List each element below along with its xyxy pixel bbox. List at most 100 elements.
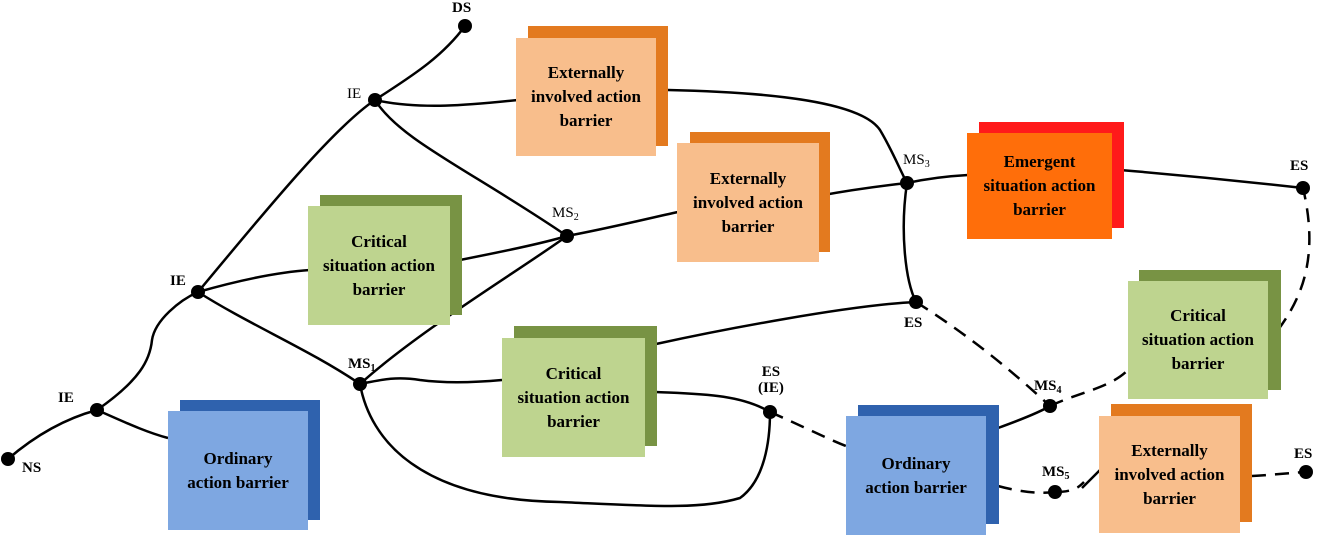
label-ms2: MS2 xyxy=(552,205,579,223)
label-ms1: MS1 xyxy=(348,356,376,374)
label-ms4: MS4 xyxy=(1034,378,1062,396)
emergent-line3: barrier xyxy=(1013,200,1066,219)
crit2-line3: barrier xyxy=(547,411,600,431)
label-ms5-sub: 5 xyxy=(1064,471,1070,482)
crit3-line2: situation action xyxy=(1142,330,1254,349)
edge-esie-ordinary2 xyxy=(769,410,847,448)
crit2-barrier-box: Critical situation action barrier xyxy=(502,338,645,457)
edge-ietop-ext1 xyxy=(374,98,519,107)
label-ms2-sub: 2 xyxy=(573,212,579,223)
edge-ms2-ext2 xyxy=(566,210,679,238)
crit1-barrier-box: Critical situation action barrier xyxy=(308,206,450,325)
label-ms3-text: MS xyxy=(903,152,925,168)
ext3-line1: Externally xyxy=(1131,440,1208,460)
label-es-right-top: ES xyxy=(1290,158,1309,174)
edge-ordinary2-ms4 xyxy=(997,404,1051,430)
node-es-right-bottom-dot xyxy=(1299,465,1313,479)
crit1-line2: situation action xyxy=(323,255,435,275)
edge-ietop-ds xyxy=(374,25,467,102)
crit2-line2: situation action xyxy=(517,387,630,407)
label-ie-low: IE xyxy=(58,390,74,406)
ext2-line2: involved action xyxy=(692,192,804,212)
label-es-ie-line2: (IE) xyxy=(758,380,784,396)
crit1-line1: Critical xyxy=(351,231,407,251)
ord1-line2: action barrier xyxy=(187,472,289,492)
ext1-line3: barrier xyxy=(559,111,613,130)
node-ms3-dot xyxy=(900,176,914,190)
label-es-mid: ES xyxy=(904,315,923,331)
edge-ext2-ms3 xyxy=(817,181,908,198)
label-es-right-bottom: ES xyxy=(1294,446,1313,462)
node-ms5-dot xyxy=(1048,485,1062,499)
label-es-ie-line1: ES xyxy=(761,364,781,380)
label-ms4-sub: 4 xyxy=(1056,385,1062,396)
node-ds-dot xyxy=(458,19,472,33)
label-ie-top-text: IE xyxy=(347,86,362,102)
label-ms2-text: MS xyxy=(552,205,574,221)
node-ie-top-dot xyxy=(368,93,382,107)
node-es-ie-dot xyxy=(763,405,777,419)
crit3-line1: Critical xyxy=(1170,306,1226,325)
edge-ie-ordinary1 xyxy=(96,408,169,440)
node-ms4-dot xyxy=(1043,399,1057,413)
node-ms2-dot xyxy=(560,229,574,243)
emergent-line2: situation action xyxy=(983,176,1096,195)
crit3-barrier-box: Critical situation action barrier xyxy=(1128,281,1268,399)
edge-ietop-ms2 xyxy=(373,99,568,238)
label-ms1-text: MS xyxy=(348,356,371,372)
edge-iemid-ietop xyxy=(197,98,376,293)
edge-ordinary2-ms5-solid xyxy=(1081,469,1101,489)
ord2-line2: action barrier xyxy=(865,477,967,497)
crit1-line3: barrier xyxy=(352,279,406,299)
crit2-line1: Critical xyxy=(545,363,602,383)
ext1-line1: Externally xyxy=(547,63,625,82)
emergent-barrier-box: Emergent situation action barrier xyxy=(967,133,1112,239)
edge-esmid-ms4 xyxy=(915,300,1051,407)
ext1-line2: involved action xyxy=(530,87,642,106)
ext2-line3: barrier xyxy=(721,216,775,236)
ext3-line3: barrier xyxy=(1143,488,1196,508)
node-ms1-dot xyxy=(353,377,367,391)
edge-ordinary2-ms5 xyxy=(997,484,1056,494)
ord1-line1: Ordinary xyxy=(203,448,273,468)
edge-ms3-es-mid xyxy=(902,182,918,303)
label-ms3: MS3 xyxy=(903,152,930,170)
edge-crit2-es-mid xyxy=(655,300,917,346)
crit3-line3: barrier xyxy=(1171,354,1225,373)
label-ns: NS xyxy=(22,460,42,476)
label-ms4-text: MS xyxy=(1034,378,1057,394)
node-es-mid-dot xyxy=(909,295,923,309)
label-ds: DS xyxy=(452,0,472,16)
label-ms5-text: MS xyxy=(1042,464,1065,480)
ord1-barrier-box: Ordinary action barrier xyxy=(168,411,308,530)
edge-ms1-esie-bottom xyxy=(358,383,772,508)
ext3-barrier-box: Externally involved action barrier xyxy=(1099,416,1240,533)
edge-ms1-crit2 xyxy=(359,377,503,386)
ext1-barrier-box: Externally involved action barrier xyxy=(516,38,656,156)
edge-iemid-crit1 xyxy=(197,268,311,294)
edge-ext1-ms3 xyxy=(667,88,909,184)
ord2-barrier-box: Ordinary action barrier xyxy=(846,416,986,535)
ord2-line1: Ordinary xyxy=(881,453,951,473)
edge-ms3-emergent xyxy=(906,173,969,185)
ext2-barrier-box: Externally involved action barrier xyxy=(677,143,819,262)
ext2-line1: Externally xyxy=(709,168,787,188)
node-ie-mid-dot xyxy=(191,285,205,299)
edge-crit3-es-top xyxy=(1276,187,1311,331)
label-ms5: MS5 xyxy=(1042,464,1070,482)
edge-ns-ie xyxy=(7,408,98,460)
node-ns-dot xyxy=(1,452,15,466)
edge-ms4-crit3 xyxy=(1049,369,1129,408)
edge-ext3-es xyxy=(1251,470,1306,478)
label-ms3-sub: 3 xyxy=(924,159,930,170)
node-es-right-top-dot xyxy=(1296,181,1310,195)
edge-crit1-ms2 xyxy=(459,234,568,262)
label-ie-mid: IE xyxy=(170,273,186,289)
edge-crit2-esie xyxy=(655,390,771,414)
edge-emergent-es xyxy=(1119,168,1304,190)
edge-ie-ie-mid xyxy=(96,290,199,412)
edge-iemid-ms1 xyxy=(197,290,361,386)
label-es-ie: ES (IE) xyxy=(758,364,784,396)
node-ie-low-dot xyxy=(90,403,104,417)
